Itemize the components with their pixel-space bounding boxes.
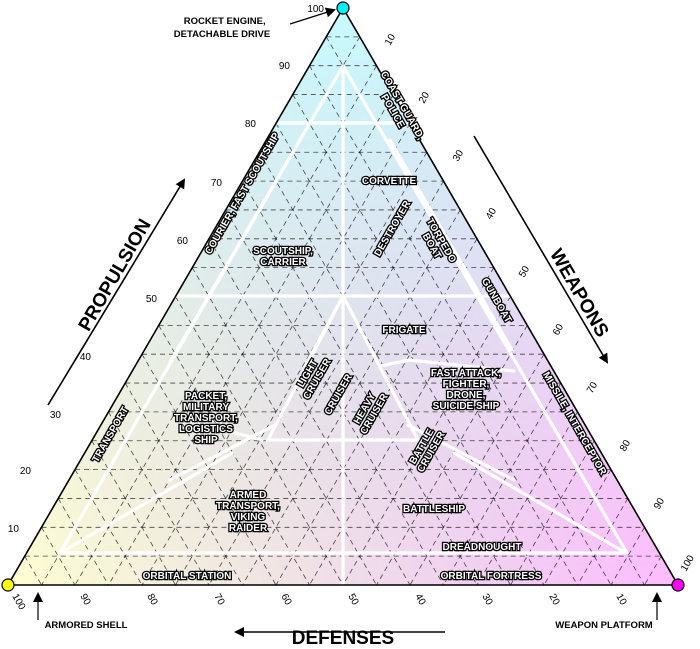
weapons-tick-60: 60 (551, 322, 566, 338)
defenses-axis-title: DEFENSES (292, 628, 394, 649)
propulsion-ticks: 10 20 30 40 50 60 70 80 90 100 (8, 4, 325, 535)
weapons-tick-100: 100 (679, 553, 697, 573)
defenses-tick-80: 80 (144, 592, 159, 608)
defenses-tick-40: 40 (412, 592, 427, 608)
corner-label-top: ROCKET ENGINE, DETACHABLE DRIVE (174, 16, 270, 40)
propulsion-tick-70: 70 (211, 178, 223, 189)
defenses-tick-70: 70 (211, 592, 226, 608)
corner-marker-weapons (671, 578, 685, 592)
weapons-tick-90: 90 (652, 496, 667, 512)
triangle-outline (6, 6, 680, 586)
propulsion-tick-50: 50 (146, 294, 158, 305)
defenses-tick-90: 90 (77, 592, 92, 608)
corner-label-bottom-right: WEAPON PLATFORM (555, 620, 653, 631)
defenses-tick-100: 100 (9, 592, 27, 612)
weapons-tick-70: 70 (585, 380, 600, 396)
weapons-tick-80: 80 (618, 438, 633, 454)
weapons-arrow (473, 135, 609, 364)
propulsion-tick-30: 30 (50, 410, 62, 421)
weapons-tick-20: 20 (417, 90, 432, 106)
region-dreadnought: DREADNOUGHT (443, 542, 522, 553)
region-frigate: FRIGATE (382, 325, 425, 336)
corner-label-bottom-left: ARMORED SHELL (45, 620, 128, 631)
propulsion-tick-60: 60 (177, 236, 189, 247)
propulsion-arrow (47, 178, 186, 406)
defenses-tick-10: 10 (613, 592, 628, 608)
defenses-tick-50: 50 (345, 592, 360, 608)
propulsion-tick-80: 80 (245, 119, 257, 130)
region-battleship: BATTLESHIP (403, 504, 465, 515)
defenses-tick-20: 20 (546, 592, 561, 608)
propulsion-tick-90: 90 (279, 61, 291, 72)
propulsion-tick-100: 100 (307, 4, 324, 15)
weapons-tick-10: 10 (383, 32, 398, 48)
defenses-ticks: 100 90 80 70 60 50 40 30 20 10 (9, 592, 628, 612)
propulsion-tick-40: 40 (80, 352, 92, 363)
corner-marker-propulsion (336, 1, 350, 15)
corner-marker-defenses (1, 578, 15, 592)
propulsion-tick-20: 20 (20, 466, 32, 477)
defenses-tick-30: 30 (479, 592, 494, 608)
weapons-tick-40: 40 (484, 206, 499, 222)
region-orbital-station: ORBITAL STATION (143, 571, 232, 582)
propulsion-axis-title: PROPULSION (75, 216, 156, 335)
weapons-ticks: 10 20 30 40 50 60 70 80 90 100 (383, 32, 697, 574)
region-orbital-fortress: ORBITAL FORTRESS (441, 571, 542, 582)
weapons-tick-50: 50 (517, 264, 532, 280)
weapons-tick-30: 30 (451, 148, 466, 164)
defenses-tick-60: 60 (278, 592, 293, 608)
corner-arrow-top (289, 7, 336, 25)
propulsion-tick-10: 10 (8, 524, 20, 535)
region-boundaries (57, 64, 629, 587)
region-corvette: CORVETTE (362, 176, 417, 187)
region-scoutship: SCOUTSHIP,CARRIER (253, 246, 313, 268)
region-fast-attack: FAST ATTACK,FIGHTER,DRONE,SUICIDE SHIP (431, 368, 502, 412)
